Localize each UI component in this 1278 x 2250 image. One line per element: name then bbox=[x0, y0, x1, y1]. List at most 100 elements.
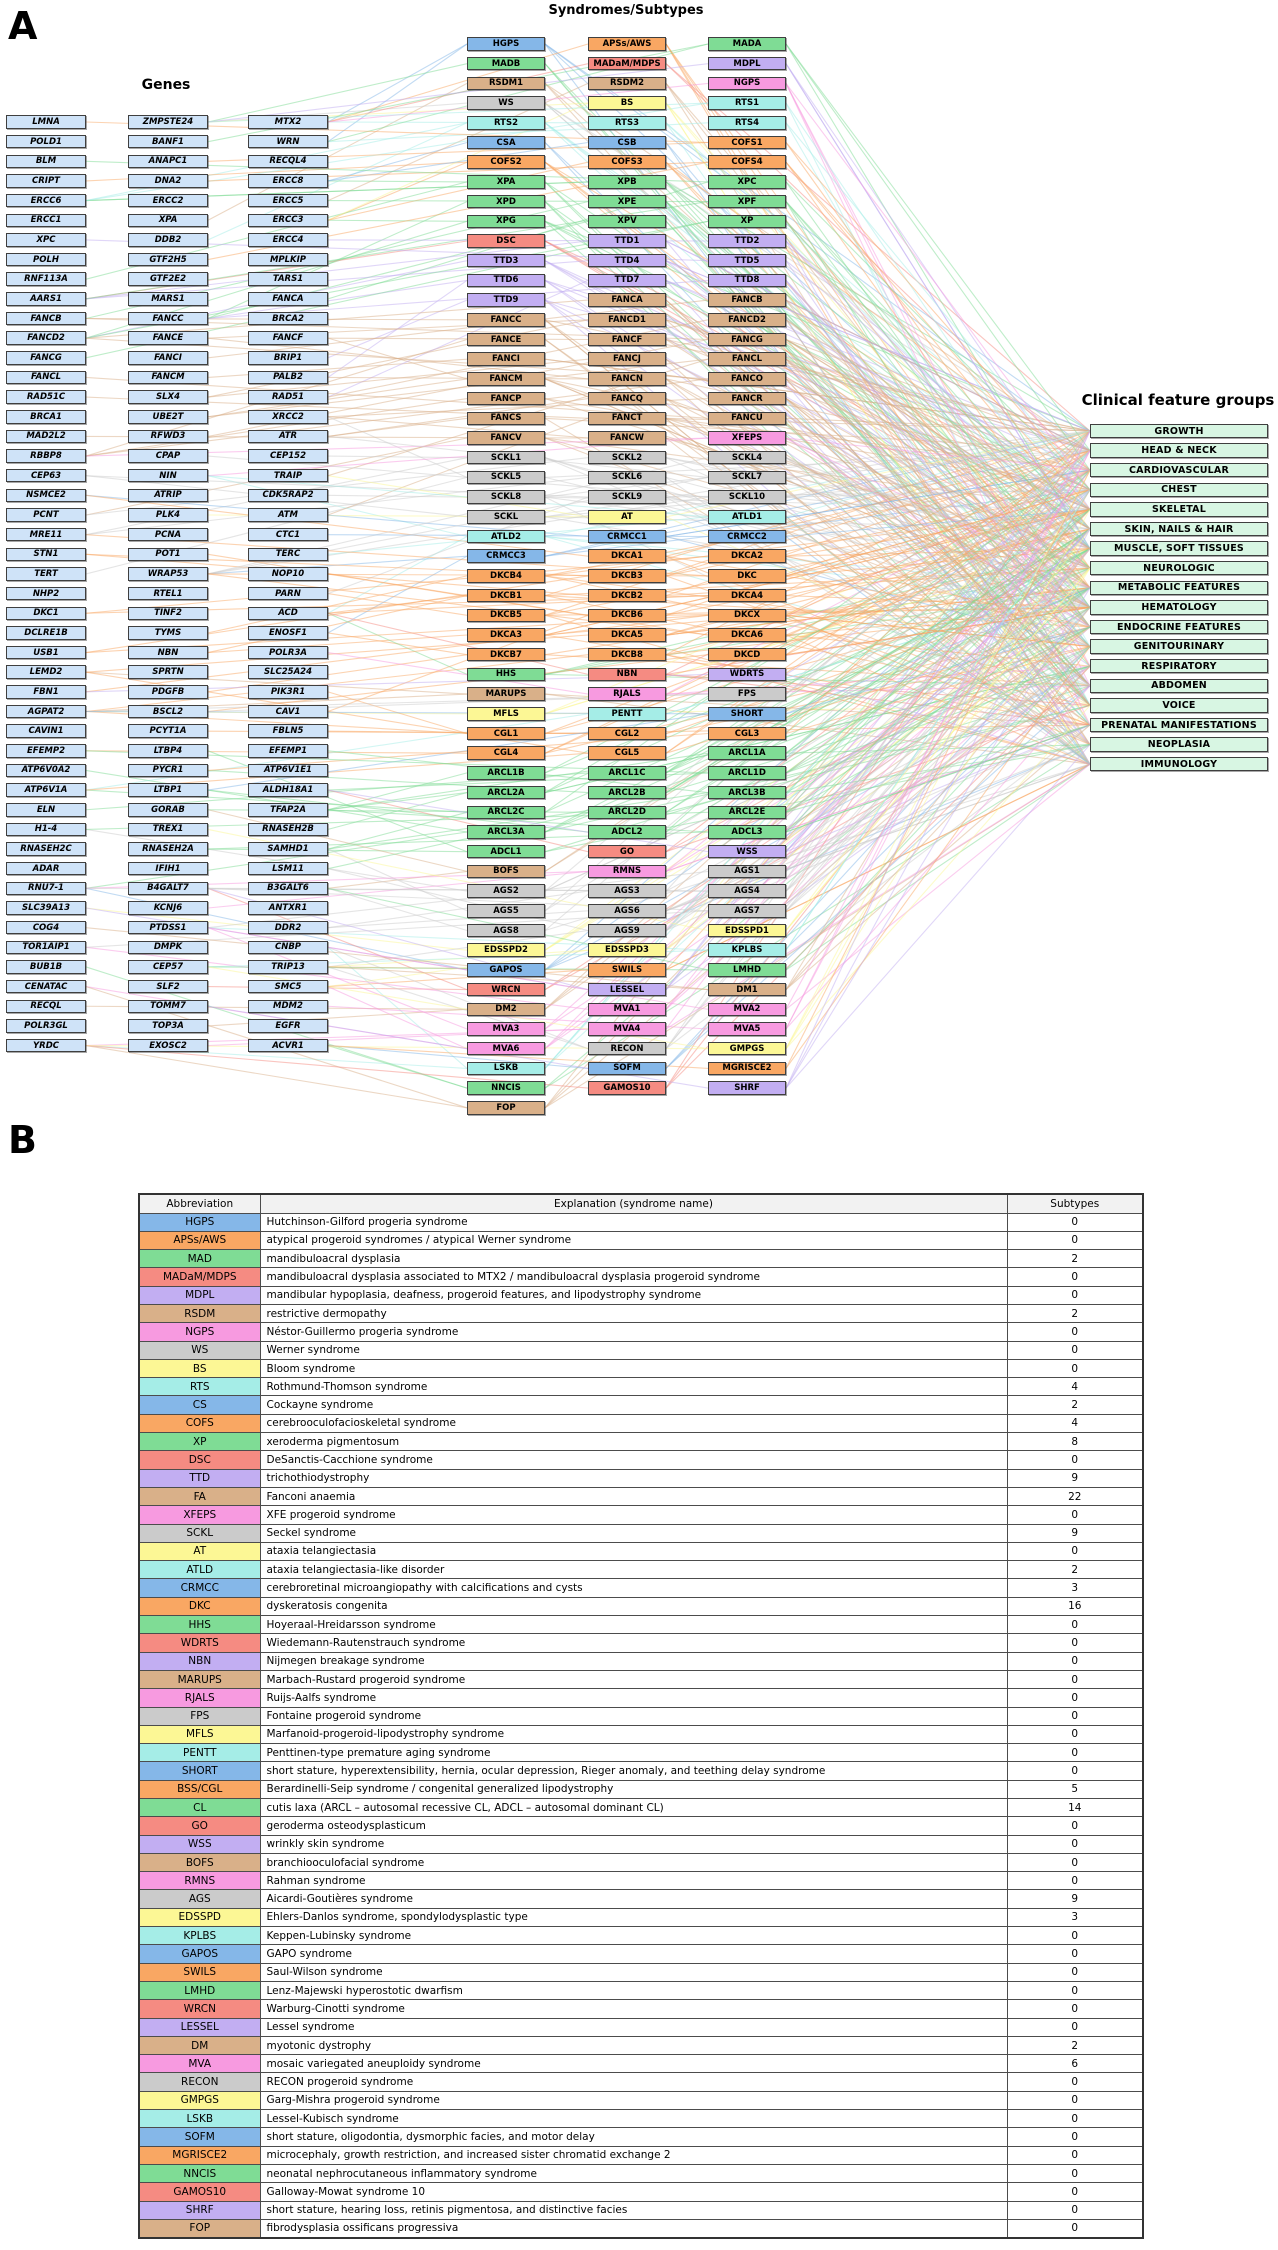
table-cell-explanation: Fontaine progeroid syndrome bbox=[259, 1706, 1008, 1726]
syndrome-box: FPS bbox=[708, 687, 786, 701]
gene-box: EXOSC2 bbox=[128, 1038, 208, 1053]
table-cell-subtypes: 0 bbox=[1006, 1651, 1144, 1671]
gene-box: FANCD2 bbox=[6, 331, 86, 345]
syndrome-box: AGS5 bbox=[467, 904, 545, 918]
table-cell-subtypes: 0 bbox=[1006, 1926, 1144, 1946]
syndrome-box: TTD3 bbox=[467, 253, 545, 268]
syndrome-box: ADCL2 bbox=[588, 825, 666, 839]
gene-box: USB1 bbox=[6, 645, 86, 660]
gene-box: TINF2 bbox=[128, 606, 208, 620]
syndrome-box: FOP bbox=[467, 1101, 545, 1115]
table-cell-explanation: geroderma osteodysplasticum bbox=[259, 1816, 1008, 1836]
gene-box: WRN bbox=[248, 134, 328, 149]
table-cell-abbreviation: CRMCC bbox=[138, 1578, 261, 1598]
table-header-abbreviation: Abbreviation bbox=[138, 1193, 261, 1214]
syndrome-box: DKCD bbox=[708, 647, 786, 662]
syndrome-box: SCKL7 bbox=[708, 470, 786, 485]
table-cell-subtypes: 0 bbox=[1006, 1816, 1144, 1836]
syndrome-box: AT bbox=[588, 510, 666, 524]
table-cell-explanation: Fanconi anaemia bbox=[259, 1486, 1008, 1507]
clinical-group-box: RESPIRATORY bbox=[1090, 658, 1268, 674]
gene-box: WRAP53 bbox=[128, 567, 208, 581]
gene-box: PCNT bbox=[6, 508, 86, 522]
gene-box: PIK3R1 bbox=[248, 685, 328, 699]
table-cell-explanation: restrictive dermopathy bbox=[259, 1303, 1008, 1324]
table-cell-abbreviation: RSDM bbox=[138, 1303, 261, 1324]
syndrome-box: DM1 bbox=[708, 982, 786, 997]
syndrome-box: MVA1 bbox=[588, 1002, 666, 1017]
table-cell-subtypes: 2 bbox=[1006, 1249, 1144, 1269]
table-cell-explanation: Wiedemann-Rautenstrauch syndrome bbox=[259, 1633, 1008, 1653]
gene-box: AGPAT2 bbox=[6, 704, 86, 719]
syndrome-box: FANCD1 bbox=[588, 313, 666, 327]
gene-box: FANCI bbox=[128, 351, 208, 365]
syndrome-box: FANCR bbox=[708, 391, 786, 406]
table-cell-explanation: mandibular hypoplasia, deafness, progero… bbox=[259, 1285, 1008, 1305]
gene-box: DMPK bbox=[128, 940, 208, 955]
syndrome-box: LMHD bbox=[708, 963, 786, 977]
table-cell-explanation: Berardinelli-Seip syndrome / congenital … bbox=[259, 1779, 1008, 1800]
gene-box: FANCF bbox=[248, 331, 328, 345]
table-cell-abbreviation: GAPOS bbox=[138, 1944, 261, 1964]
syndrome-box: WS bbox=[467, 96, 545, 110]
syndrome-box: XPD bbox=[467, 194, 545, 209]
gene-box: YRDC bbox=[6, 1038, 86, 1053]
genes-title: Genes bbox=[141, 77, 191, 93]
syndrome-box: TTD8 bbox=[708, 273, 786, 288]
gene-box: KCNJ6 bbox=[128, 901, 208, 915]
table-cell-explanation: short stature, hearing loss, retinis pig… bbox=[259, 2200, 1008, 2220]
table-cell-explanation: cutis laxa (ARCL – autosomal recessive C… bbox=[259, 1797, 1008, 1818]
gene-box: DNA2 bbox=[128, 174, 208, 188]
syndrome-box: DSC bbox=[467, 234, 545, 248]
syndrome-box: WDRTS bbox=[708, 667, 786, 682]
table-cell-subtypes: 0 bbox=[1006, 1724, 1144, 1745]
syndrome-box: DKCX bbox=[708, 608, 786, 623]
gene-box: CAV1 bbox=[248, 704, 328, 719]
table-cell-abbreviation: DSC bbox=[138, 1450, 261, 1470]
table-cell-abbreviation: WSS bbox=[138, 1834, 261, 1854]
table-cell-abbreviation: BOFS bbox=[138, 1852, 261, 1873]
syndrome-box: SCKL5 bbox=[467, 470, 545, 485]
syndrome-box: AGS7 bbox=[708, 904, 786, 918]
gene-box: CRIPT bbox=[6, 174, 86, 188]
table-cell-abbreviation: COFS bbox=[138, 1413, 261, 1434]
clinical-title: Clinical feature groups bbox=[1081, 391, 1275, 409]
gene-box: TRIP13 bbox=[248, 960, 328, 974]
syndrome-box: TTD6 bbox=[467, 273, 545, 288]
syndrome-box: WSS bbox=[708, 844, 786, 859]
table-cell-explanation: Bloom syndrome bbox=[259, 1358, 1008, 1379]
table-cell-explanation: cerebroretinal microangiopathy with calc… bbox=[259, 1578, 1008, 1598]
gene-box: CDK5RAP2 bbox=[248, 488, 328, 503]
syndrome-box: SCKL2 bbox=[588, 450, 666, 465]
gene-box: LSM11 bbox=[248, 861, 328, 876]
table-cell-abbreviation: GMPGS bbox=[138, 2090, 261, 2111]
syndrome-box: CGL2 bbox=[588, 726, 666, 741]
syndrome-box: ARCL3B bbox=[708, 785, 786, 800]
table-cell-explanation: Keppen-Lubinsky syndrome bbox=[259, 1926, 1008, 1946]
table-cell-abbreviation: FOP bbox=[138, 2218, 261, 2239]
table-cell-subtypes: 16 bbox=[1006, 1596, 1144, 1617]
syndrome-box: FANCD2 bbox=[708, 313, 786, 327]
syndrome-box: XPG bbox=[467, 214, 545, 229]
syndrome-box: RSDM1 bbox=[467, 76, 545, 91]
table-cell-explanation: neonatal nephrocutaneous inflammatory sy… bbox=[259, 2163, 1008, 2184]
gene-box: CEP57 bbox=[128, 960, 208, 974]
table-cell-abbreviation: SHRF bbox=[138, 2200, 261, 2220]
gene-box: NSMCE2 bbox=[6, 488, 86, 503]
syndrome-box: SCKL6 bbox=[588, 470, 666, 485]
table-cell-abbreviation: MAD bbox=[138, 1249, 261, 1269]
gene-box: SAMHD1 bbox=[248, 842, 328, 856]
syndrome-box: GO bbox=[588, 844, 666, 859]
table-cell-explanation: Rahman syndrome bbox=[259, 1871, 1008, 1891]
syndrome-box: DKCA6 bbox=[708, 628, 786, 642]
syndrome-box: ARCL2E bbox=[708, 805, 786, 820]
syndrome-box: EDSSPD3 bbox=[588, 943, 666, 957]
clinical-group-box: NEUROLOGIC bbox=[1090, 560, 1268, 576]
